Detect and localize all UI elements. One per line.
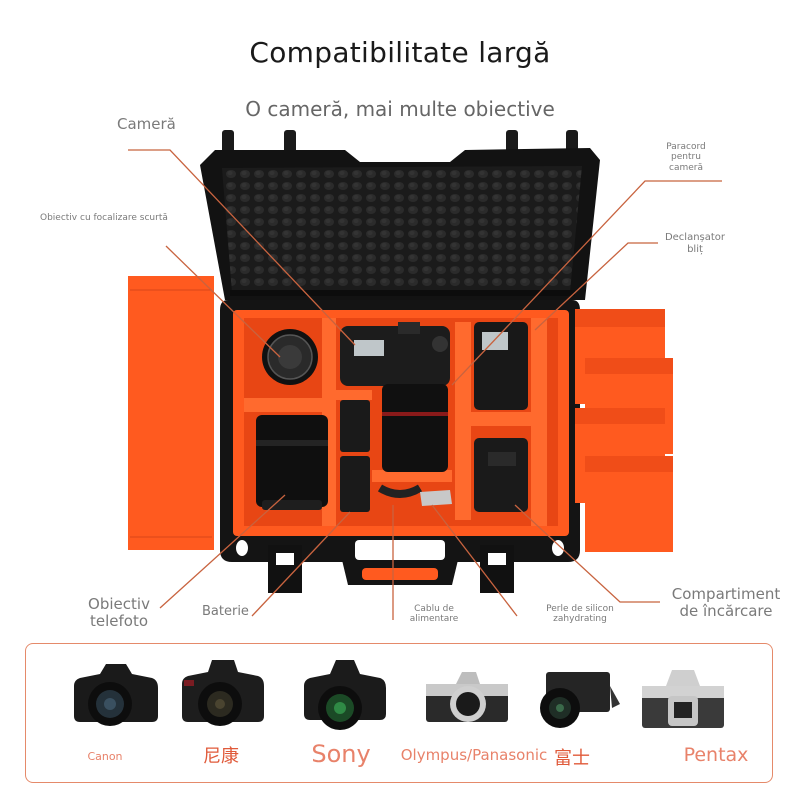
leader-camera: [128, 149, 356, 346]
callout-camera: Cameră: [117, 115, 176, 133]
callout-charging: Compartiment de încărcare: [671, 585, 781, 621]
brand-label-canon: Canon: [87, 750, 123, 763]
leader-silica: [431, 504, 518, 617]
leader-short-lens: [165, 245, 281, 358]
divider-panel-left: [128, 276, 214, 550]
brand-label-fujifilm: 富士: [554, 748, 590, 769]
brand-label-pentax: Pentax: [683, 744, 749, 766]
sony-camera-icon: [304, 660, 386, 730]
callout-short-lens: Obiectiv cu focalizare scurtă: [40, 213, 168, 223]
leader-charging: [514, 504, 660, 603]
leader-telephoto: [159, 494, 286, 609]
callout-leader-lines: [128, 149, 722, 620]
leader-flash-trigger: [534, 242, 658, 331]
callout-battery: Baterie: [202, 604, 249, 619]
olympus-camera-icon: [426, 672, 508, 722]
page-title: Compatibilitate largă: [249, 36, 551, 69]
pentax-camera-icon: [642, 670, 724, 728]
callout-silica: Perle de silicon zahydrating: [546, 604, 614, 625]
callout-power-cable: Cablu de alimentare: [409, 604, 459, 625]
divider-panels-right: [575, 309, 673, 552]
leader-battery: [251, 511, 351, 617]
brand-label-nikon: 尼康: [203, 746, 239, 767]
callout-paracord: Paracord pentru cameră: [666, 142, 706, 173]
brand-compatibility-panel: Canon 尼康 Sony Olympus/Panasonic 富士 Penta…: [25, 643, 773, 783]
brand-label-sony: Sony: [311, 740, 371, 768]
page-subtitle: O cameră, mai multe obiective: [245, 97, 555, 121]
callout-flash-trigger: Declanșator bliț: [664, 232, 726, 255]
brand-label-olympus-panasonic: Olympus/Panasonic: [400, 746, 548, 764]
canon-camera-icon: [74, 664, 158, 726]
nikon-camera-icon: [182, 660, 264, 726]
leader-paracord: [451, 180, 722, 386]
fujifilm-camera-icon: [540, 672, 620, 728]
callout-telephoto: Obiectiv telefoto: [88, 595, 150, 631]
